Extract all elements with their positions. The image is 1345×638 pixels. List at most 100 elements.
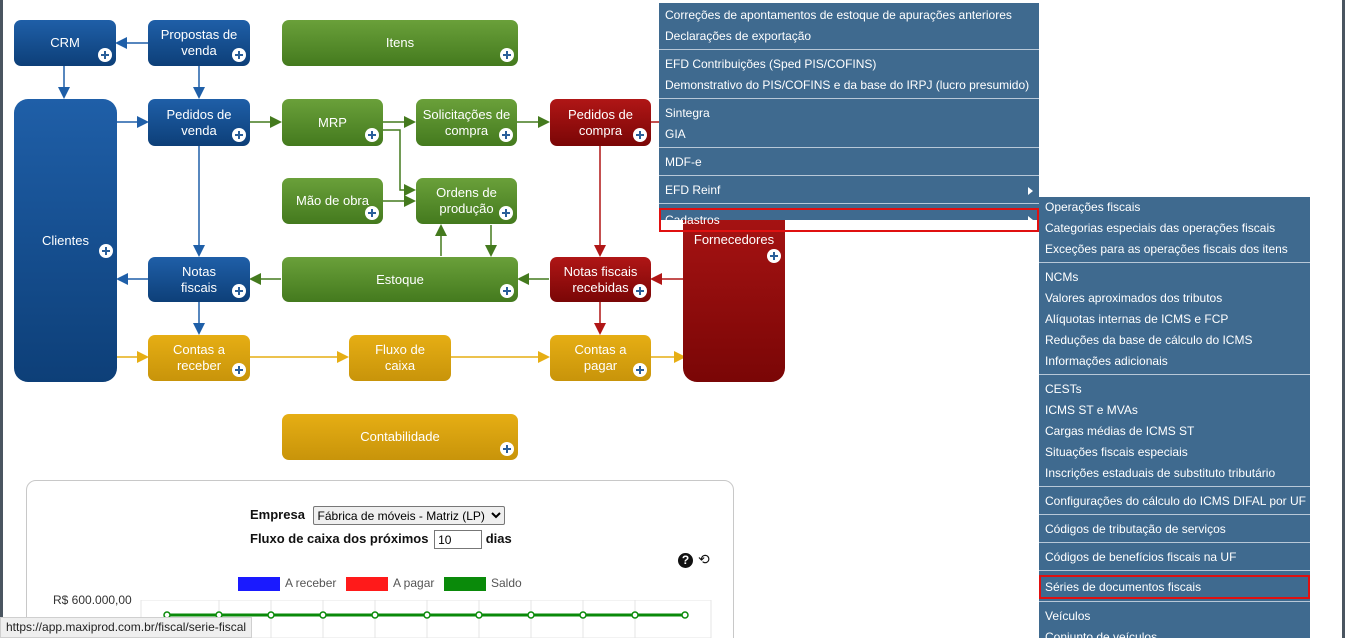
window-left-border [0,0,3,638]
pedidos-compra-box[interactable]: Pedidos de compra [550,99,651,146]
menu-item-gia[interactable]: GIA [665,127,686,141]
status-bar-url: https://app.maxiprod.com.br/fiscal/serie… [0,617,253,638]
menu-separator [1039,486,1310,491]
submenu-item-informacoes[interactable]: Informações adicionais [1045,354,1168,368]
pedidos-compra-add-icon[interactable] [633,128,647,142]
refresh-icon[interactable]: ⟲ [698,551,710,567]
fornecedores-add-icon[interactable] [767,249,781,263]
clientes-add-icon[interactable] [99,244,113,258]
submenu-item-series-documentos[interactable]: Séries de documentos fiscais [1039,575,1310,599]
menu-item-correcoes[interactable]: Correções de apontamentos de estoque de … [665,8,1012,22]
notas-fiscais-add-icon[interactable] [232,284,246,298]
propostas-box[interactable]: Propostas de venda [148,20,250,66]
help-icon[interactable]: ? [678,553,693,568]
solicitacoes-box[interactable]: Solicitações de compra [416,99,517,146]
clientes-label: Clientes [42,232,89,248]
crm-box[interactable]: CRM [14,20,116,66]
contabilidade-box[interactable]: Contabilidade [282,414,518,460]
legend-swatch-pagar [346,577,388,591]
empresa-label: Empresa [250,506,305,522]
menu-separator [659,203,1039,208]
pedidos-venda-box[interactable]: Pedidos de venda [148,99,250,146]
nf-recebidas-add-icon[interactable] [633,284,647,298]
ordens-add-icon[interactable] [499,206,513,220]
legend-label-receber: A receber [285,576,337,590]
menu-item-mdfe[interactable]: MDF-e [665,155,702,169]
propostas-add-icon[interactable] [232,48,246,62]
submenu-item-valores-tributos[interactable]: Valores aproximados dos tributos [1045,291,1223,305]
menu-item-efd-reinf[interactable]: EFD Reinf [659,180,1039,201]
crm-add-icon[interactable] [98,48,112,62]
contabilidade-add-icon[interactable] [500,442,514,456]
itens-label: Itens [385,35,415,50]
mao-obra-box[interactable]: Mão de obra [282,178,383,224]
submenu-item-cests[interactable]: CESTs [1045,382,1082,396]
submenu-item-operacoes-fiscais[interactable]: Operações fiscais [1045,200,1141,214]
submenu-item-situacoes[interactable]: Situações fiscais especiais [1045,445,1188,459]
fornecedores-label: Fornecedores [693,232,775,247]
empresa-row: Empresa Fábrica de móveis - Matriz (LP) [250,506,505,525]
solicitacoes-add-icon[interactable] [499,128,513,142]
notas-fiscais-box[interactable]: Notas fiscais [148,257,250,302]
y-axis-tick: R$ 600.000,00 [53,593,132,607]
fluxo-row: Fluxo de caixa dos próximos dias [250,530,512,549]
fluxo-caixa-box[interactable]: Fluxo de caixa [349,335,451,381]
menu-item-declaracoes[interactable]: Declarações de exportação [665,29,812,43]
menu-item-efd-contribuicoes[interactable]: EFD Contribuições (Sped PIS/COFINS) [665,57,877,71]
submenu-item-tributacao-servicos[interactable]: Códigos de tributação de serviços [1045,522,1226,536]
fiscal-menu: Correções de apontamentos de estoque de … [659,3,1039,232]
ordens-box[interactable]: Ordens de produção [416,178,517,224]
menu-separator [1039,514,1310,519]
mrp-box[interactable]: MRP [282,99,383,146]
legend-label-pagar: A pagar [393,576,435,590]
submenu-item-excecoes[interactable]: Exceções para as operações fiscais dos i… [1045,242,1288,256]
submenu-item-beneficios[interactable]: Códigos de benefícios fiscais na UF [1045,550,1237,564]
submenu-item-difal[interactable]: Configurações do cálculo do ICMS DIFAL p… [1045,494,1307,508]
clientes-box[interactable]: Clientes [14,99,117,382]
menu-separator [1039,542,1310,547]
submenu-item-categorias[interactable]: Categorias especiais das operações fisca… [1045,221,1276,235]
submenu-item-inscricoes[interactable]: Inscrições estaduais de substituto tribu… [1045,466,1276,480]
mao-obra-add-icon[interactable] [365,206,379,220]
itens-add-icon[interactable] [500,48,514,62]
contas-pagar-add-icon[interactable] [633,363,647,377]
fluxo-label: Fluxo de caixa dos próximos [250,530,429,546]
contas-pagar-box[interactable]: Contas a pagar [550,335,651,381]
submenu-item-reducoes[interactable]: Reduções da base de cálculo do ICMS [1045,333,1253,347]
itens-box[interactable]: Itens [282,20,518,66]
notas-fiscais-label: Notas fiscais [180,263,218,295]
contas-receber-box[interactable]: Contas a receber [148,335,250,381]
nf-recebidas-label: Notas fiscais recebidas [563,263,638,295]
submenu-item-cargas-medias[interactable]: Cargas médias de ICMS ST [1045,424,1195,438]
legend-label-saldo: Saldo [491,576,522,590]
estoque-label: Estoque [376,271,424,287]
menu-item-sintegra[interactable]: Sintegra [665,106,710,120]
pedidos-venda-add-icon[interactable] [232,128,246,142]
nf-recebidas-box[interactable]: Notas fiscais recebidas [550,257,651,302]
estoque-add-icon[interactable] [500,284,514,298]
estoque-box[interactable]: Estoque [282,257,518,302]
window-right-border [1342,0,1345,638]
contas-receber-add-icon[interactable] [232,363,246,377]
menu-separator [1039,570,1310,575]
legend-swatch-receber [238,577,280,591]
submenu-item-ncms[interactable]: NCMs [1045,270,1079,284]
menu-separator [1039,374,1310,379]
ordens-label: Ordens de produção [436,185,497,216]
mao-obra-label: Mão de obra [296,193,369,208]
submenu-item-aliquotas[interactable]: Alíquotas internas de ICMS e FCP [1045,312,1229,326]
dias-input[interactable] [434,530,483,549]
menu-item-demonstrativo[interactable]: Demonstrativo do PIS/COFINS e da base do… [665,78,1030,92]
submenu-item-veiculos[interactable]: Veículos [1045,609,1091,623]
submenu-arrow-icon [1028,187,1033,195]
cadastros-submenu: Operações fiscais Categorias especiais d… [1039,197,1310,638]
mrp-add-icon[interactable] [365,128,379,142]
menu-item-cadastros[interactable]: Cadastros [659,208,1039,232]
empresa-select[interactable]: Fábrica de móveis - Matriz (LP) [312,506,505,525]
crm-label: CRM [50,35,80,50]
submenu-item-conjunto-veiculos[interactable]: Conjunto de veículos [1045,630,1158,638]
submenu-item-icms-st[interactable]: ICMS ST e MVAs [1045,403,1138,417]
contas-pagar-label: Contas a pagar [574,342,627,373]
menu-separator [659,98,1039,103]
legend-swatch-saldo [444,577,486,591]
